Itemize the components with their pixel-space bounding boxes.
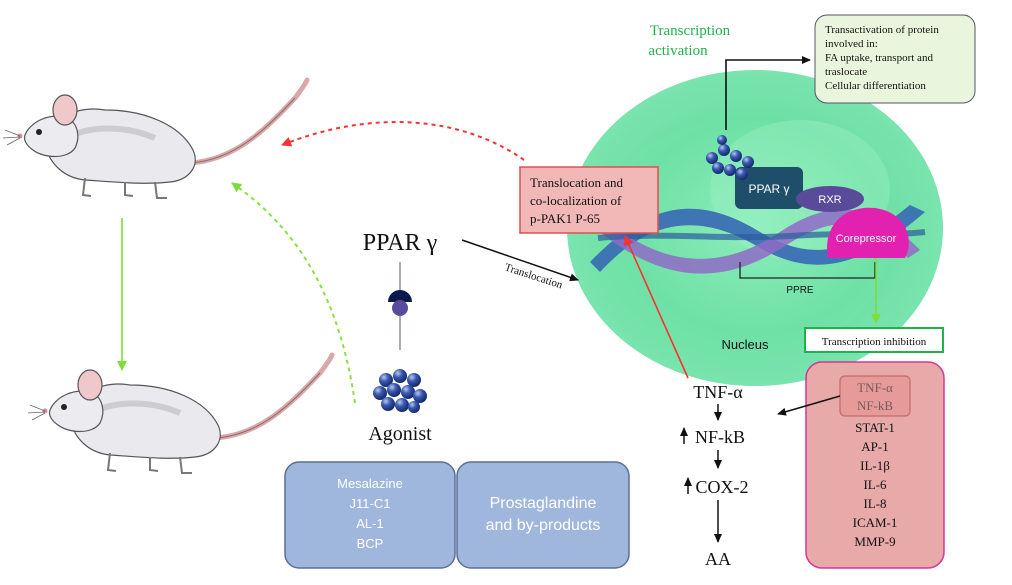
agonists-box: Mesalazine J11-C1 AL-1 BCP <box>284 461 456 569</box>
prostaglandine-line: Prostaglandine <box>490 495 597 512</box>
transcription-inhibition-label: Transcription inhibition <box>822 336 927 348</box>
mouse-icon <box>27 352 335 474</box>
inhibited-factors-box: TNF-α NF-kB STAT-1 AP-1 IL-1β IL-6 IL-8 … <box>805 361 945 569</box>
cascade-tnf-alpha: TNF-α <box>693 382 743 402</box>
ppre-bracket <box>739 262 876 279</box>
transactivation-line: FA uptake, transport and <box>825 52 933 64</box>
inhibited-item: MMP-9 <box>854 534 895 549</box>
inhibited-item: IL-8 <box>863 496 886 511</box>
agonist-item: Mesalazine <box>337 476 403 491</box>
corepressor-label: Corepressor <box>836 233 897 245</box>
translocation-box-line: p-PAK1 P-65 <box>530 211 600 226</box>
inhibited-top-item: NF-kB <box>857 398 893 413</box>
inhibited-item: AP-1 <box>861 439 888 454</box>
red-dotted-arrow <box>281 121 525 161</box>
rxr-label: RXR <box>818 194 841 206</box>
mouse-icon <box>2 77 310 199</box>
transactivation-line: Cellular differentiation <box>825 80 926 92</box>
transcription-inhibition-box: Transcription inhibition <box>804 327 944 353</box>
translocation-arrow <box>461 239 579 282</box>
inhibition-to-cascade-arrow <box>777 395 841 416</box>
membrane-receptor-icon <box>388 262 412 350</box>
transcription-activation-line1: Transcription <box>650 23 731 39</box>
ppar-gamma-receptor: PPAR γ <box>735 167 803 209</box>
inhibited-top-item: TNF-α <box>857 380 893 395</box>
transactivation-line: Transactivation of protein <box>825 24 939 36</box>
nucleus-label: Nucleus <box>722 337 769 352</box>
transactivation-box: Transactivation of protein involved in: … <box>814 14 976 104</box>
inhibited-item: ICAM-1 <box>853 515 898 530</box>
agonist-item: BCP <box>357 536 384 551</box>
transcription-activation-line2: activation <box>648 43 708 59</box>
agonist-ligand-icon <box>373 369 427 413</box>
agonist-label: Agonist <box>368 423 432 445</box>
inflammatory-cascade: TNF-α NF-kB COX-2 AA <box>680 382 749 569</box>
translocation-box-line: co-localization of <box>530 193 622 208</box>
ppar-gamma-label: PPAR γ <box>363 230 438 256</box>
ppar-gamma-receptor-label: PPAR γ <box>748 182 789 196</box>
inhibited-item: IL-1β <box>860 458 890 473</box>
prostaglandine-box: Prostaglandine and by-products <box>456 461 630 569</box>
inhibited-item: IL-6 <box>863 477 887 492</box>
translocation-box-line: Translocation and <box>530 175 624 190</box>
transactivation-line: traslocate <box>825 66 867 78</box>
agonist-item: J11-C1 <box>350 496 391 511</box>
activation-arrow <box>725 56 811 130</box>
green-dotted-arrow <box>231 182 356 404</box>
agonist-item: AL-1 <box>356 516 383 531</box>
transactivation-line: involved in: <box>825 38 878 50</box>
rxr: RXR <box>796 186 864 212</box>
translocation-colocalization-box: Translocation and co-localization of p-P… <box>519 166 659 234</box>
cascade-cox-2: COX-2 <box>696 477 749 497</box>
corepressor: Corepressor <box>827 207 909 258</box>
cascade-nf-kb: NF-kB <box>695 427 745 447</box>
translocation-arrow-label: Translocation <box>503 261 564 291</box>
inhibited-item: STAT-1 <box>855 420 895 435</box>
ppre-label: PPRE <box>786 285 814 296</box>
cascade-aa: AA <box>705 549 731 569</box>
prostaglandine-line: and by-products <box>486 517 601 534</box>
tnf-to-translocation-arrow <box>624 235 689 379</box>
ligand-cluster-nucleus-icon <box>706 135 754 180</box>
